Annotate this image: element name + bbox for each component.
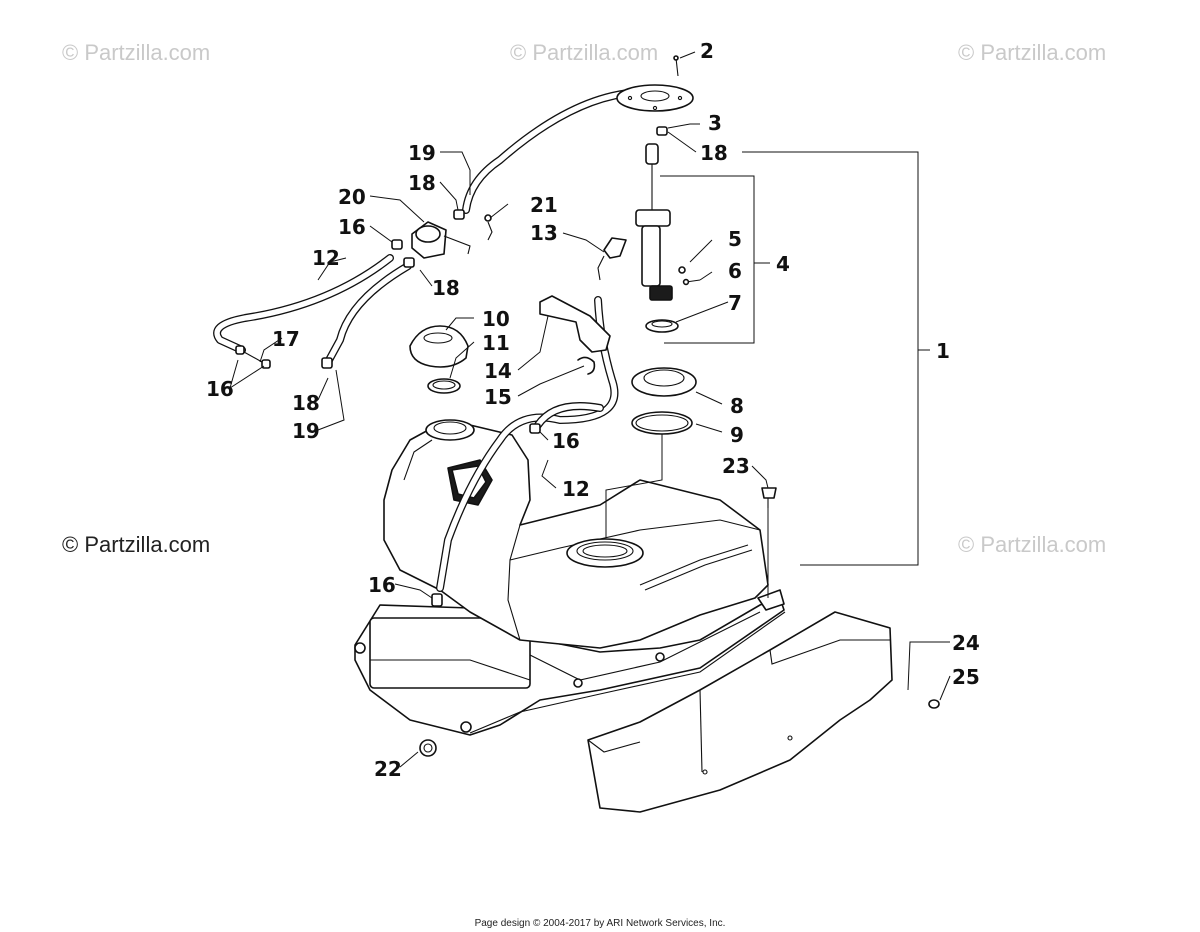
grommet-part (419, 739, 437, 757)
callout-19: 19 (408, 141, 436, 165)
watermark: © Partzilla.com (510, 40, 658, 65)
callout-16: 16 (206, 377, 234, 401)
watermark-dark: © Partzilla.com (62, 532, 210, 557)
callout-20: 20 (338, 185, 366, 209)
hose-19-upper (462, 87, 654, 214)
callout-16: 16 (368, 573, 396, 597)
callout-10: 10 (482, 307, 510, 331)
fuel-cap-part (409, 325, 469, 368)
heat-shield-part (587, 611, 893, 813)
callout-13: 13 (530, 221, 558, 245)
callout-23: 23 (722, 454, 750, 478)
screw-part (678, 266, 686, 274)
callout-22: 22 (374, 757, 402, 781)
callout-18: 18 (408, 171, 436, 195)
clamp-part (235, 239, 541, 607)
callout-16: 16 (338, 215, 366, 239)
clamp-part (656, 126, 668, 136)
callout-7: 7 (728, 291, 742, 315)
gasket-part (616, 84, 694, 112)
fuel-tank-part (383, 419, 769, 649)
callout-25: 25 (952, 665, 980, 689)
callout-12: 12 (312, 246, 340, 270)
lock-ring-part (631, 367, 697, 397)
clamp-ring-part (577, 356, 596, 375)
callout-15: 15 (484, 385, 512, 409)
watermark: © Partzilla.com (958, 532, 1106, 557)
callout-21: 21 (530, 193, 558, 217)
hose-12-left (213, 254, 394, 354)
callout-14: 14 (484, 359, 512, 383)
screw-part (673, 55, 679, 77)
hose-19-lower (324, 262, 412, 366)
screw-part (484, 214, 493, 241)
callout-1: 1 (936, 339, 950, 363)
callout-3: 3 (708, 111, 722, 135)
callout-4: 4 (776, 252, 790, 276)
callout-5: 5 (728, 227, 742, 251)
fuel-filter-part (597, 237, 627, 281)
tank-tray-part (354, 589, 786, 736)
hose-12-tank (436, 296, 619, 592)
o-ring-part (645, 319, 679, 333)
cap-gasket-part (427, 378, 461, 394)
rivet-part (761, 487, 777, 508)
watermark: © Partzilla.com (958, 40, 1106, 65)
watermark: © Partzilla.com (62, 40, 210, 65)
callout-18: 18 (292, 391, 320, 415)
page-footer: Page design © 2004-2017 by ARI Network S… (474, 918, 726, 929)
bracket-part (539, 295, 611, 353)
bolt-part (682, 278, 701, 286)
callout-18: 18 (432, 276, 460, 300)
connector-part (243, 351, 263, 363)
callout-17: 17 (272, 327, 300, 351)
callout-8: 8 (730, 394, 744, 418)
leader-lines (229, 51, 951, 768)
callout-16: 16 (552, 429, 580, 453)
callout-11: 11 (482, 331, 510, 355)
hose-16-short (534, 402, 604, 429)
valve-part (411, 221, 471, 259)
clamp-part (321, 209, 465, 369)
callout-12: 12 (562, 477, 590, 501)
callout-24: 24 (952, 631, 980, 655)
callout-19: 19 (292, 419, 320, 443)
rivet-part (928, 699, 940, 709)
callout-9: 9 (730, 423, 744, 447)
callout-2: 2 (700, 39, 714, 63)
fuel-pump-assembly-part (635, 143, 673, 301)
callout-18: 18 (700, 141, 728, 165)
seal-part (631, 411, 693, 435)
callout-6: 6 (728, 259, 742, 283)
